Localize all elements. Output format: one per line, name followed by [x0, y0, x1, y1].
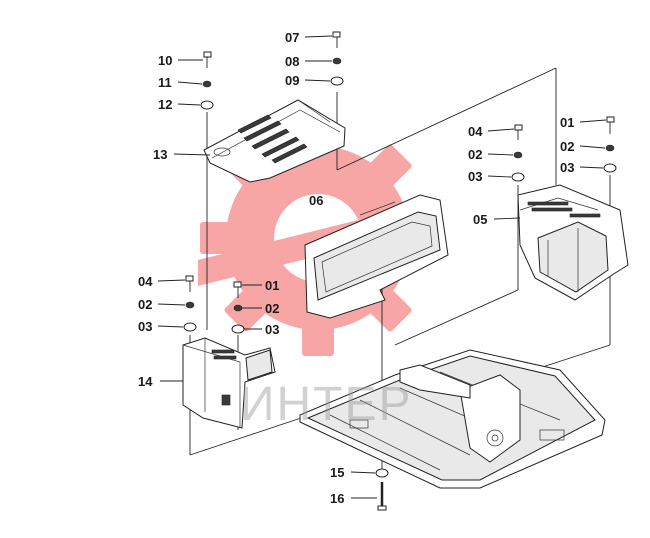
callout-04-right: 04 — [468, 124, 483, 139]
callout-04-left: 04 — [138, 274, 153, 289]
callout-11: 11 — [158, 75, 172, 90]
watermark-text: ИНТЕР — [240, 378, 413, 431]
callout-16: 16 — [330, 491, 344, 506]
bolt-icon — [185, 275, 194, 292]
flat-washer-icon — [330, 76, 344, 86]
chassis-frame — [299, 349, 606, 489]
callout-06: 06 — [309, 193, 323, 208]
flat-washer-icon — [603, 163, 617, 173]
callout-03-left: 03 — [138, 319, 152, 334]
callout-02-left: 02 — [138, 297, 152, 312]
callout-13: 13 — [153, 147, 167, 162]
callout-10: 10 — [158, 53, 172, 68]
lock-washer-icon — [233, 304, 243, 312]
flat-washer-icon — [511, 172, 525, 182]
callout-14: 14 — [138, 374, 153, 389]
callout-01-center: 01 — [265, 278, 279, 293]
box-14 — [182, 337, 276, 429]
bolt-icon — [514, 124, 523, 140]
bolt-icon — [606, 116, 615, 134]
callout-08: 08 — [285, 54, 299, 69]
flat-washer-icon — [200, 100, 214, 110]
callout-15: 15 — [330, 465, 344, 480]
callout-05: 05 — [473, 212, 487, 227]
callout-03-right: 03 — [468, 169, 482, 184]
bolt-icon — [233, 281, 242, 298]
flat-washer-icon — [375, 468, 389, 478]
housing-05 — [517, 184, 629, 301]
callout-03-center: 03 — [265, 322, 279, 337]
lock-washer-icon — [332, 57, 342, 65]
panel-frame-06 — [304, 194, 449, 319]
callout-03-far-right: 03 — [560, 160, 574, 175]
long-bolt-icon — [377, 482, 387, 511]
bolt-icon — [332, 31, 341, 48]
callout-02-right: 02 — [468, 147, 482, 162]
flat-washer-icon — [183, 322, 197, 332]
callout-leaders — [157, 35, 607, 499]
lock-washer-icon — [185, 301, 195, 309]
lock-washer-icon — [513, 151, 523, 159]
cover-panel-13 — [203, 99, 346, 183]
callout-labels: 10 11 12 13 07 08 09 04 02 03 01 02 03 0… — [138, 30, 574, 506]
flat-washer-icon — [231, 324, 245, 334]
callout-09: 09 — [285, 73, 299, 88]
lock-washer-icon — [605, 144, 615, 152]
callout-12: 12 — [158, 97, 172, 112]
lock-washer-icon — [202, 80, 212, 88]
callout-01-far-right: 01 — [560, 115, 574, 130]
callout-02-far-right: 02 — [560, 139, 574, 154]
callout-07: 07 — [285, 30, 299, 45]
callout-02-center: 02 — [265, 301, 279, 316]
fasteners — [183, 31, 617, 511]
bolt-icon — [203, 51, 212, 68]
